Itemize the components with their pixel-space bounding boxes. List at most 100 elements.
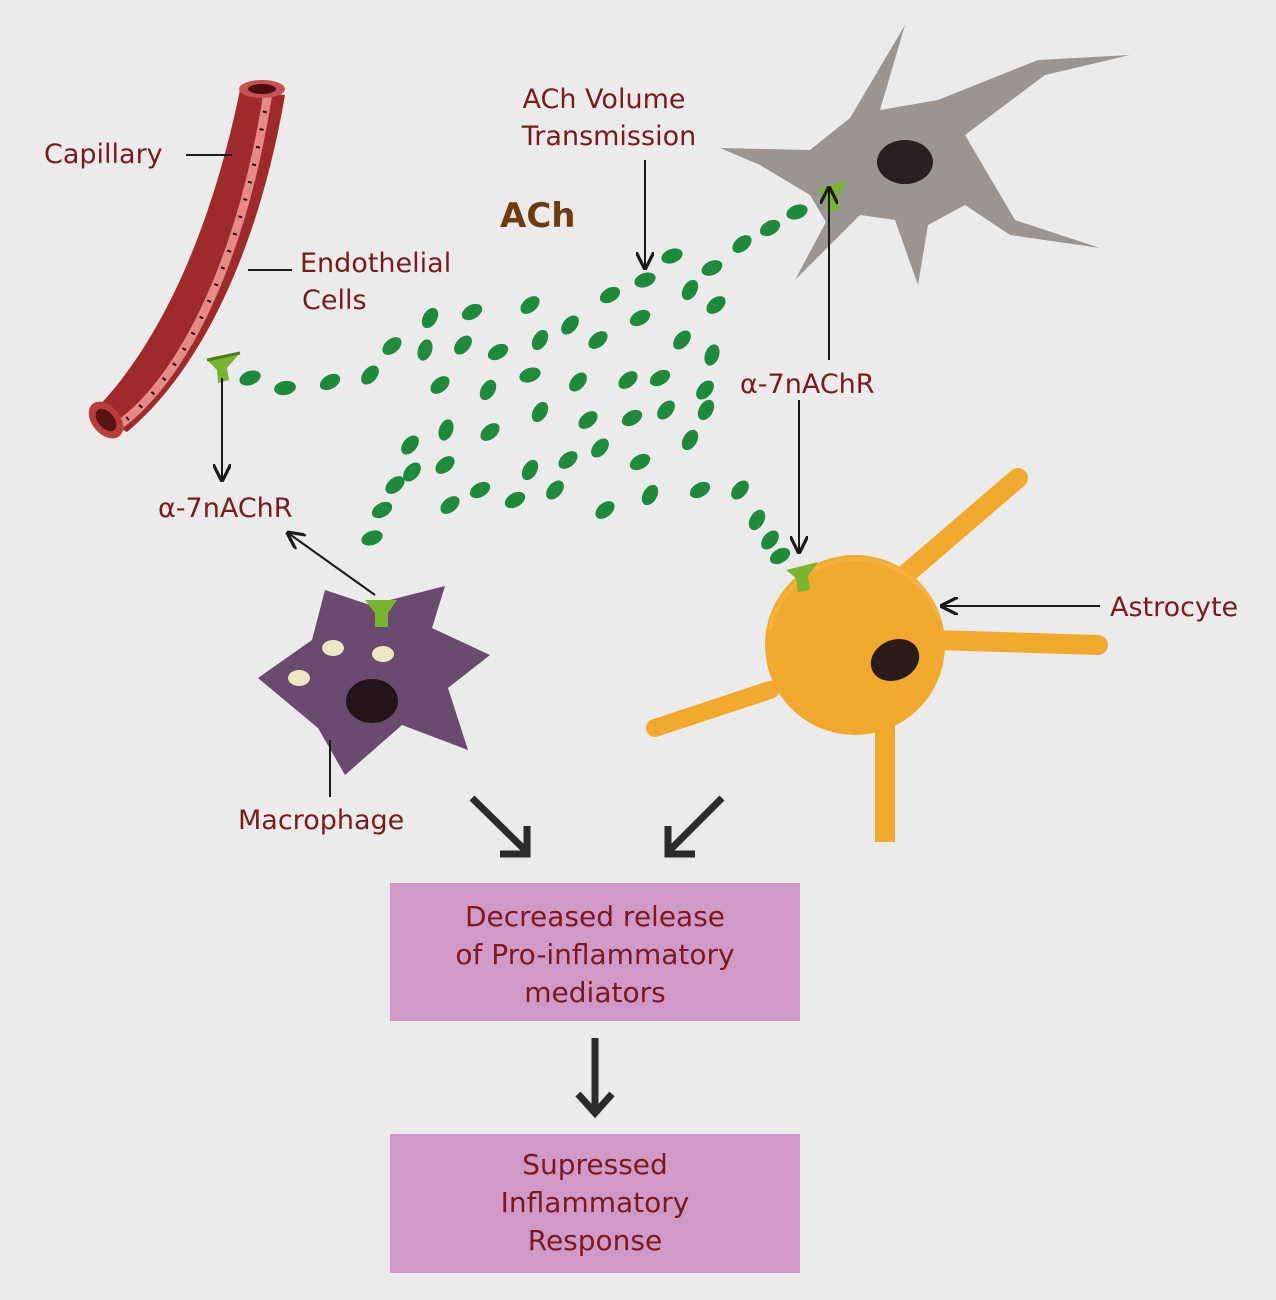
- ach-molecule: [649, 369, 671, 387]
- macrophage-cell: [258, 586, 490, 775]
- receptor-arrows: [222, 160, 829, 596]
- ach-molecule: [629, 453, 651, 471]
- ach-molecule: [629, 309, 651, 327]
- macrophage-flow-arrow: [469, 795, 531, 858]
- down-flow-arrow: [575, 1038, 615, 1119]
- ach-molecule: [239, 370, 261, 386]
- ach-molecule: [385, 476, 405, 494]
- ach-molecule: [591, 438, 609, 458]
- ach-molecule: [786, 204, 808, 220]
- ach-molecule: [480, 423, 500, 441]
- suppressed-response-box: Supressed Inflammatory Response: [390, 1134, 800, 1273]
- ach-molecule: [454, 335, 472, 355]
- receptor-left-label: α-7nAChR: [158, 493, 293, 524]
- ach-molecule: [487, 343, 509, 361]
- ach-molecule: [706, 296, 726, 314]
- ach-molecule: [696, 380, 714, 400]
- flow-arrows: [469, 795, 725, 1119]
- ach-molecule: [657, 400, 675, 420]
- ach-molecule: [661, 248, 683, 264]
- ach-molecule: [504, 491, 526, 509]
- macrophage-label: Macrophage: [238, 805, 404, 836]
- ach-molecule: [440, 496, 460, 514]
- ach-molecule: [519, 367, 541, 383]
- ach-molecule: [531, 401, 549, 423]
- ach-molecule: [403, 462, 421, 482]
- capillary-label: Capillary: [44, 139, 163, 170]
- ach-molecule: [561, 315, 579, 335]
- decreased-box-line1: Decreased release: [465, 900, 725, 933]
- ach-molecule: [748, 509, 766, 531]
- ach-molecule: [681, 279, 699, 301]
- ach-molecule: [461, 303, 483, 321]
- ach-molecule: [634, 272, 656, 288]
- astrocyte-cell: [646, 468, 1108, 842]
- ach-molecule: [641, 484, 659, 506]
- ach-molecule: [521, 459, 539, 481]
- receptor-astrocyte: [786, 562, 818, 592]
- ach-molecule: [595, 501, 615, 519]
- ach-molecule: [689, 481, 711, 499]
- ach-molecule: [701, 260, 723, 276]
- suppressed-box-line3: Response: [528, 1224, 662, 1257]
- ach-molecule: [731, 480, 749, 500]
- ach-molecule: [435, 456, 455, 474]
- ach-molecule: [599, 286, 621, 304]
- ach-molecule: [769, 547, 791, 565]
- receptor-right-label: α-7nAChR: [740, 369, 875, 400]
- suppressed-box-line1: Supressed: [522, 1148, 668, 1181]
- ach-molecule: [361, 365, 379, 385]
- ach-molecule: [430, 376, 450, 394]
- neuron-cell: [720, 25, 1130, 285]
- ach-molecule: [704, 344, 720, 366]
- ach-molecule: [319, 373, 341, 391]
- endothelial-label-line1: Endothelial: [300, 248, 451, 279]
- astrocyte-label: Astrocyte: [1110, 592, 1238, 623]
- ach-molecule: [479, 379, 497, 401]
- ach-molecule: [531, 329, 549, 351]
- ach-molecule: [681, 429, 699, 451]
- label-leaders: [186, 154, 1100, 797]
- endothelial-label-line2: Cells: [302, 285, 367, 316]
- ach-molecule: [401, 435, 419, 455]
- ach-molecule: [546, 480, 564, 500]
- ach-molecule: [371, 501, 393, 519]
- ach-molecule: [520, 296, 540, 314]
- ach-molecule: [382, 337, 402, 355]
- ach-molecule: [569, 372, 587, 392]
- ach-molecule: [621, 409, 643, 427]
- decreased-release-box: Decreased release of Pro-inflammatory me…: [390, 883, 800, 1021]
- ach-molecule: [761, 530, 779, 550]
- macrophage-nucleus: [346, 679, 398, 723]
- ach-molecule: [759, 219, 781, 237]
- ach-molecule: [417, 339, 433, 361]
- ach-molecule: [469, 481, 491, 499]
- decreased-box-line3: mediators: [524, 976, 665, 1009]
- receptor-macrophage: [365, 600, 397, 627]
- suppressed-box-line2: Inflammatory: [501, 1186, 690, 1219]
- ach-molecule: [274, 380, 296, 396]
- astrocyte-flow-arrow: [664, 795, 725, 858]
- neuron-nucleus: [877, 140, 933, 184]
- ach-molecule: [588, 331, 608, 349]
- decreased-box-line2: of Pro-inflammatory: [455, 938, 734, 971]
- receptor-endothelial: [206, 351, 241, 383]
- ach-volume-label-line2: Transmission: [521, 121, 696, 152]
- astrocyte-nucleus: [870, 639, 920, 681]
- ach-molecule: [578, 411, 598, 429]
- ach-label: ACh: [500, 196, 575, 236]
- ach-molecule: [618, 371, 638, 389]
- macrophage-to-receptor-arrow: [288, 533, 376, 596]
- ach-molecule: [558, 451, 578, 469]
- ach-molecule: [673, 330, 691, 350]
- ach-molecule: [421, 307, 439, 329]
- ach-molecule: [438, 419, 454, 441]
- ach-molecules: [239, 204, 808, 565]
- capillary-vessel: [88, 80, 285, 439]
- ach-volume-label-line1: ACh Volume: [523, 84, 686, 115]
- ach-molecule: [732, 235, 752, 253]
- ach-molecule: [361, 530, 383, 546]
- ach-molecule: [697, 399, 715, 421]
